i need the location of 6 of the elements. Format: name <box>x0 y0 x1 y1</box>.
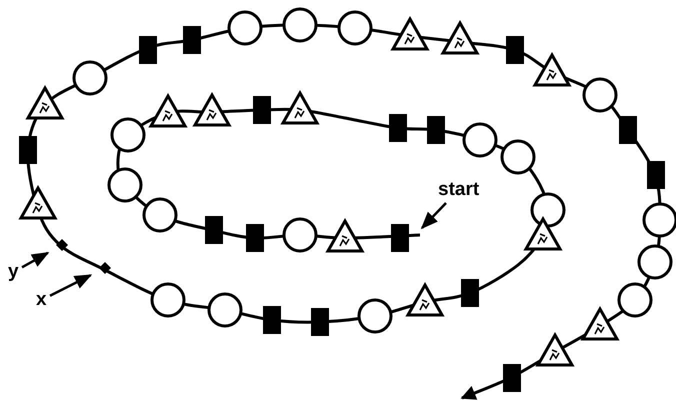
leader-arrow <box>49 274 92 297</box>
leader-arrow <box>420 202 447 230</box>
label-text: x <box>36 290 47 310</box>
label-text: start <box>438 180 480 200</box>
leader-arrow <box>21 252 50 268</box>
label-text: y <box>8 262 19 282</box>
